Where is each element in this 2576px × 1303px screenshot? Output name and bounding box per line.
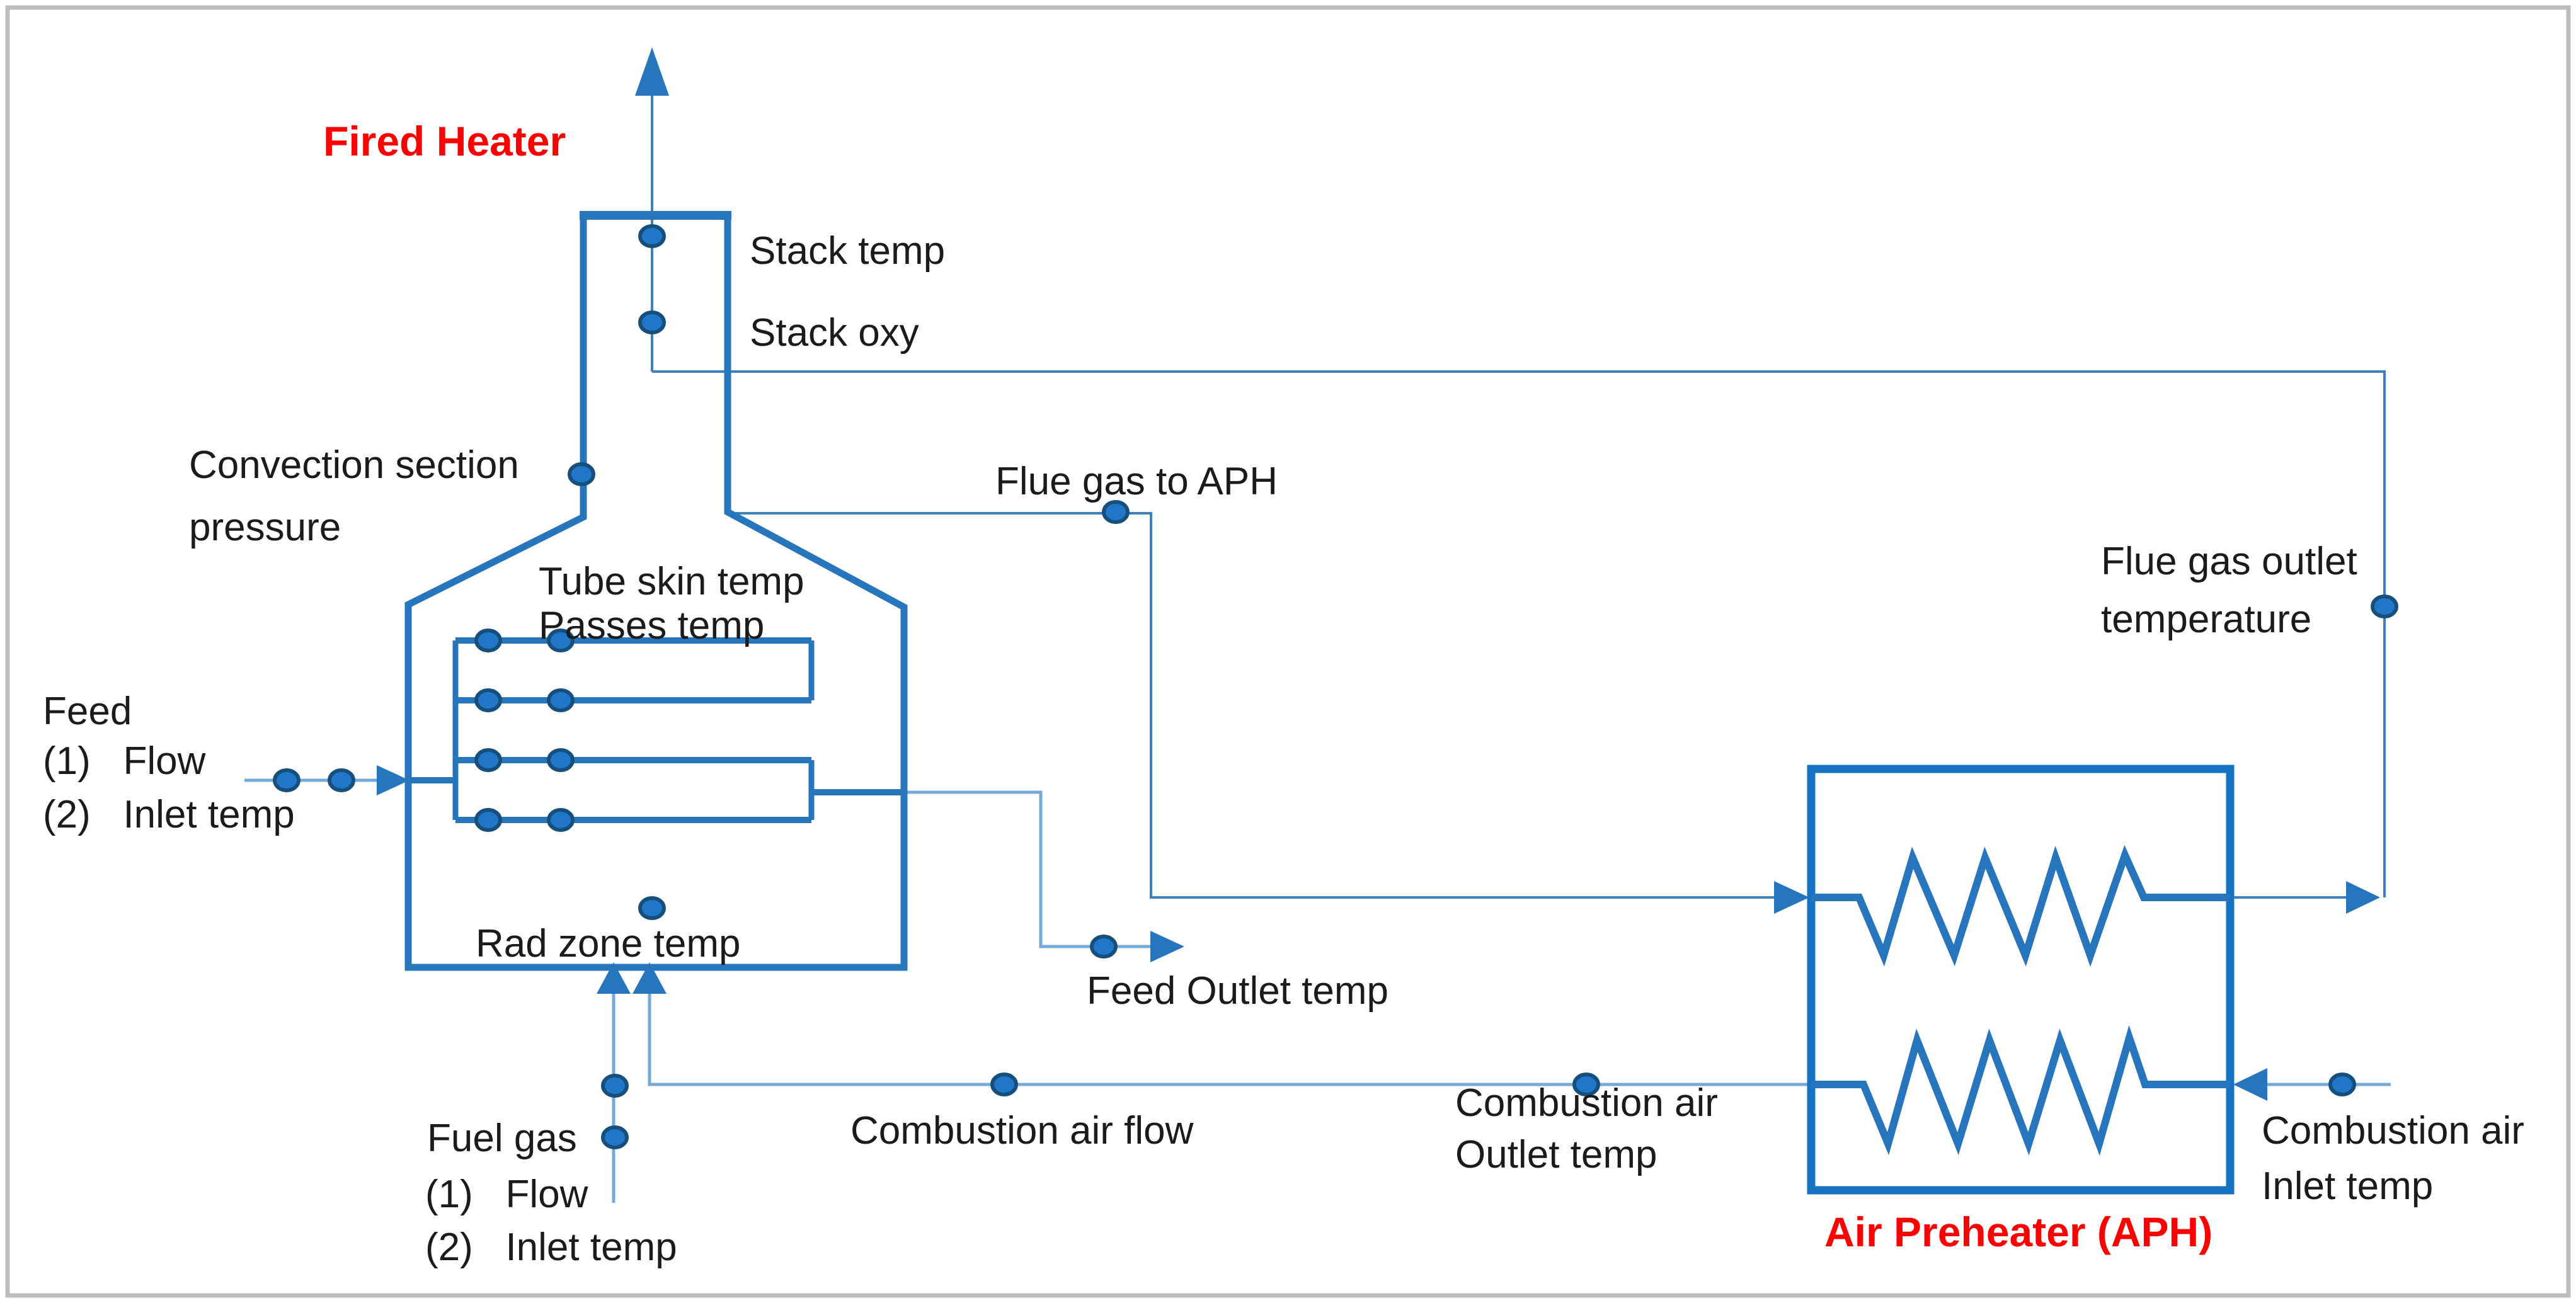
tube-skin-sensor-dot-3 (474, 748, 502, 772)
piping-lines (244, 94, 2391, 1203)
flue-gas-to-aph-label: Flue gas to APH (995, 460, 1278, 503)
feed-outlet-temp-sensor-dot (1090, 935, 1118, 959)
passes-temp-sensor-dot-3 (547, 748, 575, 772)
passes-temp-sensor-dot-1 (547, 629, 575, 652)
combustion-air-inlet-label-line2: Inlet temp (2262, 1164, 2433, 1208)
rad-zone-temp-label: Rad zone temp (476, 922, 740, 965)
fuel-gas-up-arrow-icon (597, 962, 631, 994)
fired-heater-title: Fired Heater (323, 118, 566, 164)
fuel-gas-title-label: Fuel gas (427, 1117, 577, 1160)
labels: Fired Heater Stack temp Stack oxy Convec… (43, 118, 2524, 1269)
feed-inlet-temp-label: (2) Inlet temp (43, 793, 295, 836)
combustion-air-pipe (648, 993, 1811, 1086)
combustion-air-inlet-arrow-icon (2233, 1068, 2267, 1101)
convection-pressure-label-line1: Convection section (189, 443, 519, 487)
fuel-gas-flow-label: (1) Flow (425, 1173, 588, 1216)
combustion-air-outlet-label-line2: Outlet temp (1455, 1133, 1657, 1176)
sensor-points (273, 224, 2398, 1149)
combustion-air-outlet-sensor-dot (1572, 1073, 1600, 1096)
combustion-air-flow-label: Combustion air flow (850, 1109, 1194, 1152)
passes-temp-sensor-dot-2 (547, 688, 575, 712)
tube-skin-sensor-dot-2 (474, 688, 502, 712)
stack-oxy-sensor-dot (638, 310, 666, 334)
tube-coil (408, 637, 904, 823)
fuel-gas-inlet-temp-label: (2) Inlet temp (425, 1226, 677, 1269)
feed-flow-sensor-dot (273, 768, 301, 792)
stack-temp-label: Stack temp (750, 229, 945, 273)
flue-gas-to-aph-pipe (728, 512, 1774, 899)
flue-gas-outlet-sensor-dot (2371, 595, 2398, 618)
flue-gas-to-aph-sensor-dot (1102, 500, 1130, 524)
flue-outlet-arrow-icon (2346, 881, 2380, 914)
combustion-air-outlet-label-line1: Combustion air (1455, 1081, 1718, 1125)
rad-zone-temp-sensor-dot (638, 896, 666, 920)
aph-outline (1807, 765, 2235, 1195)
heater-outline (404, 215, 908, 971)
diagram-frame (5, 5, 2571, 1298)
tube-skin-sensor-dot-4 (474, 808, 502, 832)
fuel-gas-inlet-temp-sensor-dot (601, 1125, 629, 1149)
combustion-air-inlet-label-line1: Combustion air (2262, 1109, 2524, 1152)
feed-inlet-arrow-icon (377, 765, 409, 795)
flue-gas-return-pipe (652, 370, 2386, 897)
combustion-air-inlet-sensor-dot (2328, 1073, 2356, 1096)
passes-temp-sensor-dot-4 (547, 808, 575, 832)
stack-temp-sensor-dot (638, 224, 666, 248)
tube-skin-sensor-dot-1 (474, 629, 502, 652)
feed-outlet-pipe (904, 790, 1150, 948)
feed-outlet-arrow-icon (1150, 931, 1184, 962)
fired-heater-shape (404, 211, 908, 971)
combustion-air-up-arrow-icon (633, 962, 667, 994)
feed-flow-label: (1) Flow (43, 739, 206, 783)
aph-combustion-air-coil (1811, 1025, 2230, 1156)
feed-inlet-temp-sensor-dot (328, 768, 355, 792)
combustion-air-flow-sensor-dot (990, 1073, 1018, 1096)
flue-to-aph-arrow-icon (1774, 881, 1809, 914)
passes-temp-label: Passes temp (539, 604, 764, 647)
stack-oxy-label: Stack oxy (750, 311, 919, 355)
aph-title: Air Preheater (APH) (1824, 1209, 2212, 1255)
feed-outlet-temp-label: Feed Outlet temp (1087, 969, 1388, 1013)
flue-gas-outlet-label-line1: Flue gas outlet (2101, 540, 2357, 583)
convection-pressure-label-line2: pressure (189, 506, 341, 549)
aph-flue-gas-coil (1811, 845, 2230, 967)
convection-pressure-sensor-dot (568, 462, 595, 486)
flue-gas-outlet-label-line2: temperature (2101, 598, 2311, 641)
flow-arrows (377, 47, 2380, 1101)
fuel-gas-flow-sensor-dot (601, 1074, 629, 1098)
feed-title-label: Feed (43, 690, 132, 733)
air-preheater-shape (1807, 765, 2235, 1195)
tube-skin-temp-label: Tube skin temp (539, 560, 804, 603)
stack-up-arrow-icon (635, 47, 669, 96)
